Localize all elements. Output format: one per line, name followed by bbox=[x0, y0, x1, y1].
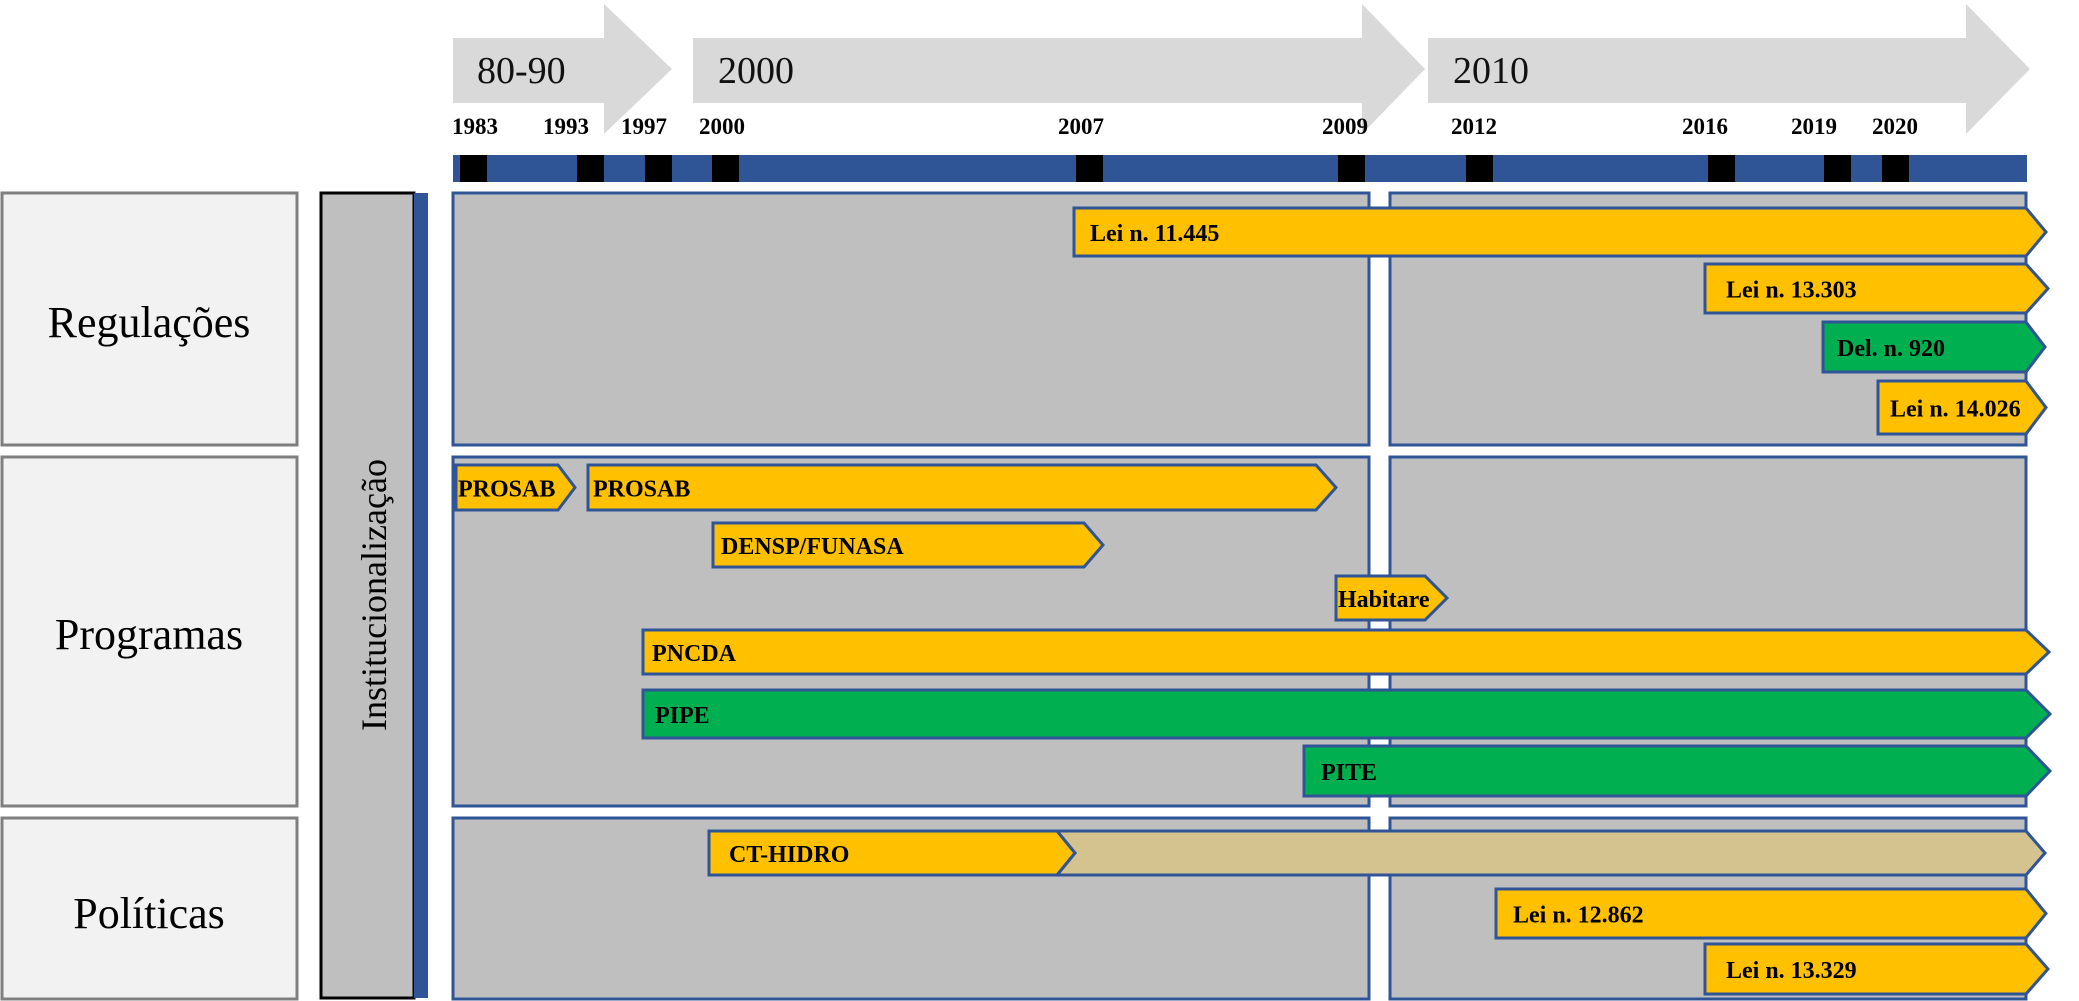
year-tick bbox=[1708, 155, 1735, 182]
initiative-bar bbox=[1494, 887, 2048, 940]
initiative-label: Habitare bbox=[1338, 587, 1430, 613]
initiative-bar bbox=[1072, 206, 2048, 258]
category-label: Programas bbox=[55, 610, 243, 659]
bar-continuation bbox=[1053, 829, 2047, 877]
initiative-label: Lei n. 12.862 bbox=[1513, 903, 1644, 929]
timeline-axis: 1983 1993 1997 2000 2007 2009 2012 2016 2019 2020 bbox=[452, 114, 2027, 182]
year-label: 1983 bbox=[452, 114, 498, 139]
era-label: 2010 bbox=[1453, 50, 1529, 92]
year-label: 1993 bbox=[543, 114, 589, 139]
category-label: Políticas bbox=[73, 889, 225, 938]
initiative-bar bbox=[1876, 379, 2048, 436]
year-tick bbox=[1466, 155, 1493, 182]
year-tick bbox=[1824, 155, 1851, 182]
category-box bbox=[0, 816, 299, 1001]
year-label: 2016 bbox=[1682, 114, 1728, 139]
initiative-bar bbox=[1703, 942, 2050, 996]
initiative-label: Del. n. 920 bbox=[1837, 336, 1945, 362]
initiative-bar bbox=[586, 463, 1339, 512]
initiative-bar bbox=[454, 463, 577, 512]
year-label: 1997 bbox=[621, 114, 667, 139]
initiative-label: Lei n. 11.445 bbox=[1090, 221, 1219, 247]
era-arrow bbox=[453, 4, 672, 134]
era-arrows: 80-90 2000 2010 bbox=[453, 4, 2030, 134]
initiative-bar bbox=[1334, 574, 1450, 622]
year-label: 2020 bbox=[1872, 114, 1918, 139]
initiative-label: Lei n. 14.026 bbox=[1890, 397, 2021, 423]
era-label: 80-90 bbox=[477, 50, 566, 92]
initiative-bar bbox=[641, 688, 2053, 740]
initiative-label: DENSP/FUNASA bbox=[721, 534, 904, 560]
category-box bbox=[0, 191, 299, 447]
era-arrow bbox=[693, 4, 1425, 134]
institutionalization-stripe bbox=[414, 193, 428, 998]
initiative-bar bbox=[707, 829, 1077, 877]
initiative-bar bbox=[1302, 744, 2053, 798]
initiative-label: PIPE bbox=[655, 703, 710, 729]
year-tick bbox=[1076, 155, 1103, 182]
year-label: 2000 bbox=[699, 114, 745, 139]
year-tick bbox=[460, 155, 487, 182]
initiative-bar bbox=[1821, 320, 2047, 374]
timeline-bar bbox=[453, 155, 2027, 182]
initiative-bar bbox=[1703, 262, 2051, 315]
year-label: 2012 bbox=[1451, 114, 1497, 139]
initiative-label: PROSAB bbox=[458, 477, 555, 503]
year-tick bbox=[1882, 155, 1909, 182]
initiative-bar bbox=[711, 521, 1105, 569]
initiative-bar bbox=[641, 628, 2052, 676]
year-tick bbox=[1338, 155, 1365, 182]
initiative-label: PITE bbox=[1321, 760, 1377, 786]
initiative-label: Lei n. 13.303 bbox=[1726, 278, 1857, 304]
year-tick bbox=[712, 155, 739, 182]
initiative-label: Lei n. 13.329 bbox=[1726, 958, 1857, 984]
category-box bbox=[0, 455, 299, 808]
initiative-label: PROSAB bbox=[593, 477, 690, 503]
initiative-label: PNCDA bbox=[652, 641, 737, 667]
era-label: 2000 bbox=[718, 50, 794, 92]
era-arrow bbox=[1428, 4, 2030, 134]
initiative-label: CT-HIDRO bbox=[729, 842, 849, 868]
category-label: Regulações bbox=[48, 298, 251, 347]
institutionalization-label: Institucionalização bbox=[354, 459, 394, 731]
year-label: 2019 bbox=[1791, 114, 1837, 139]
year-label: 2007 bbox=[1058, 114, 1104, 139]
year-label: 2009 bbox=[1322, 114, 1368, 139]
year-tick bbox=[645, 155, 672, 182]
year-tick bbox=[577, 155, 604, 182]
